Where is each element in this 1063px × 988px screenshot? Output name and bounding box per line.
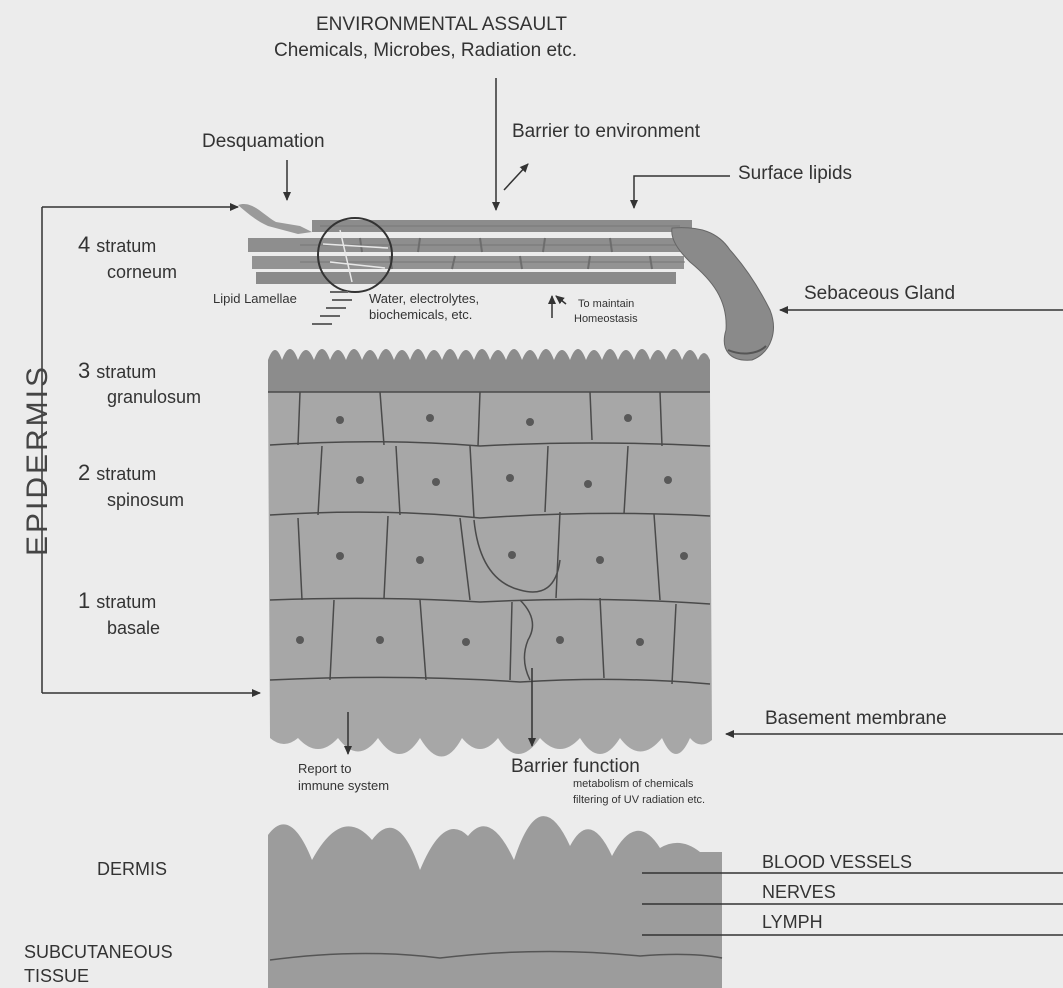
water-label: Water, electrolytes,	[369, 292, 479, 307]
barrier-function-label: Barrier function	[511, 756, 640, 778]
biochemicals-label: biochemicals, etc.	[369, 308, 472, 323]
surface-lipids-arrow	[634, 176, 730, 208]
dermis-shape	[268, 816, 722, 988]
subcutaneous-label: SUBCUTANEOUS	[24, 942, 173, 963]
surface-lipids-label: Surface lipids	[738, 163, 852, 185]
homeostasis-label: Homeostasis	[574, 313, 638, 326]
metabolism-label: metabolism of chemicals	[573, 778, 693, 791]
immune-system-label: immune system	[298, 779, 389, 794]
assault-subtitle: Chemicals, Microbes, Radiation etc.	[274, 40, 577, 62]
layer-1-name: basale	[107, 618, 160, 639]
barrier-environment-arrow	[504, 164, 528, 190]
stratum-granulosum-shape	[268, 349, 710, 392]
epidermis-cell-block	[268, 392, 712, 757]
sebaceous-gland-label: Sebaceous Gland	[804, 283, 955, 305]
assault-title: ENVIRONMENTAL ASSAULT	[316, 14, 567, 36]
blood-vessels-label: BLOOD VESSELS	[762, 852, 912, 873]
maintain-label: To maintain	[578, 298, 634, 311]
layer-3-name: granulosum	[107, 387, 201, 408]
lipid-lamellae-dashes	[312, 292, 352, 324]
nerves-label: NERVES	[762, 882, 836, 903]
epidermis-label: EPIDERMIS	[21, 364, 55, 556]
stratum-corneum-shape	[238, 204, 692, 292]
tissue-label: TISSUE	[24, 966, 89, 987]
uv-filter-label: filtering of UV radiation etc.	[573, 794, 705, 807]
sebaceous-gland-shape	[672, 228, 774, 361]
homeostasis-arrow-2	[556, 296, 566, 304]
layer-2-name: spinosum	[107, 490, 184, 511]
dermis-label: DERMIS	[97, 859, 167, 880]
layer-4-name: corneum	[107, 262, 177, 283]
desquamation-label: Desquamation	[202, 131, 325, 153]
lipid-lamellae-label: Lipid Lamellae	[213, 292, 297, 307]
barrier-environment-label: Barrier to environment	[512, 121, 700, 143]
basement-membrane-label: Basement membrane	[765, 708, 947, 730]
lymph-label: LYMPH	[762, 912, 823, 933]
report-label: Report to	[298, 762, 351, 777]
